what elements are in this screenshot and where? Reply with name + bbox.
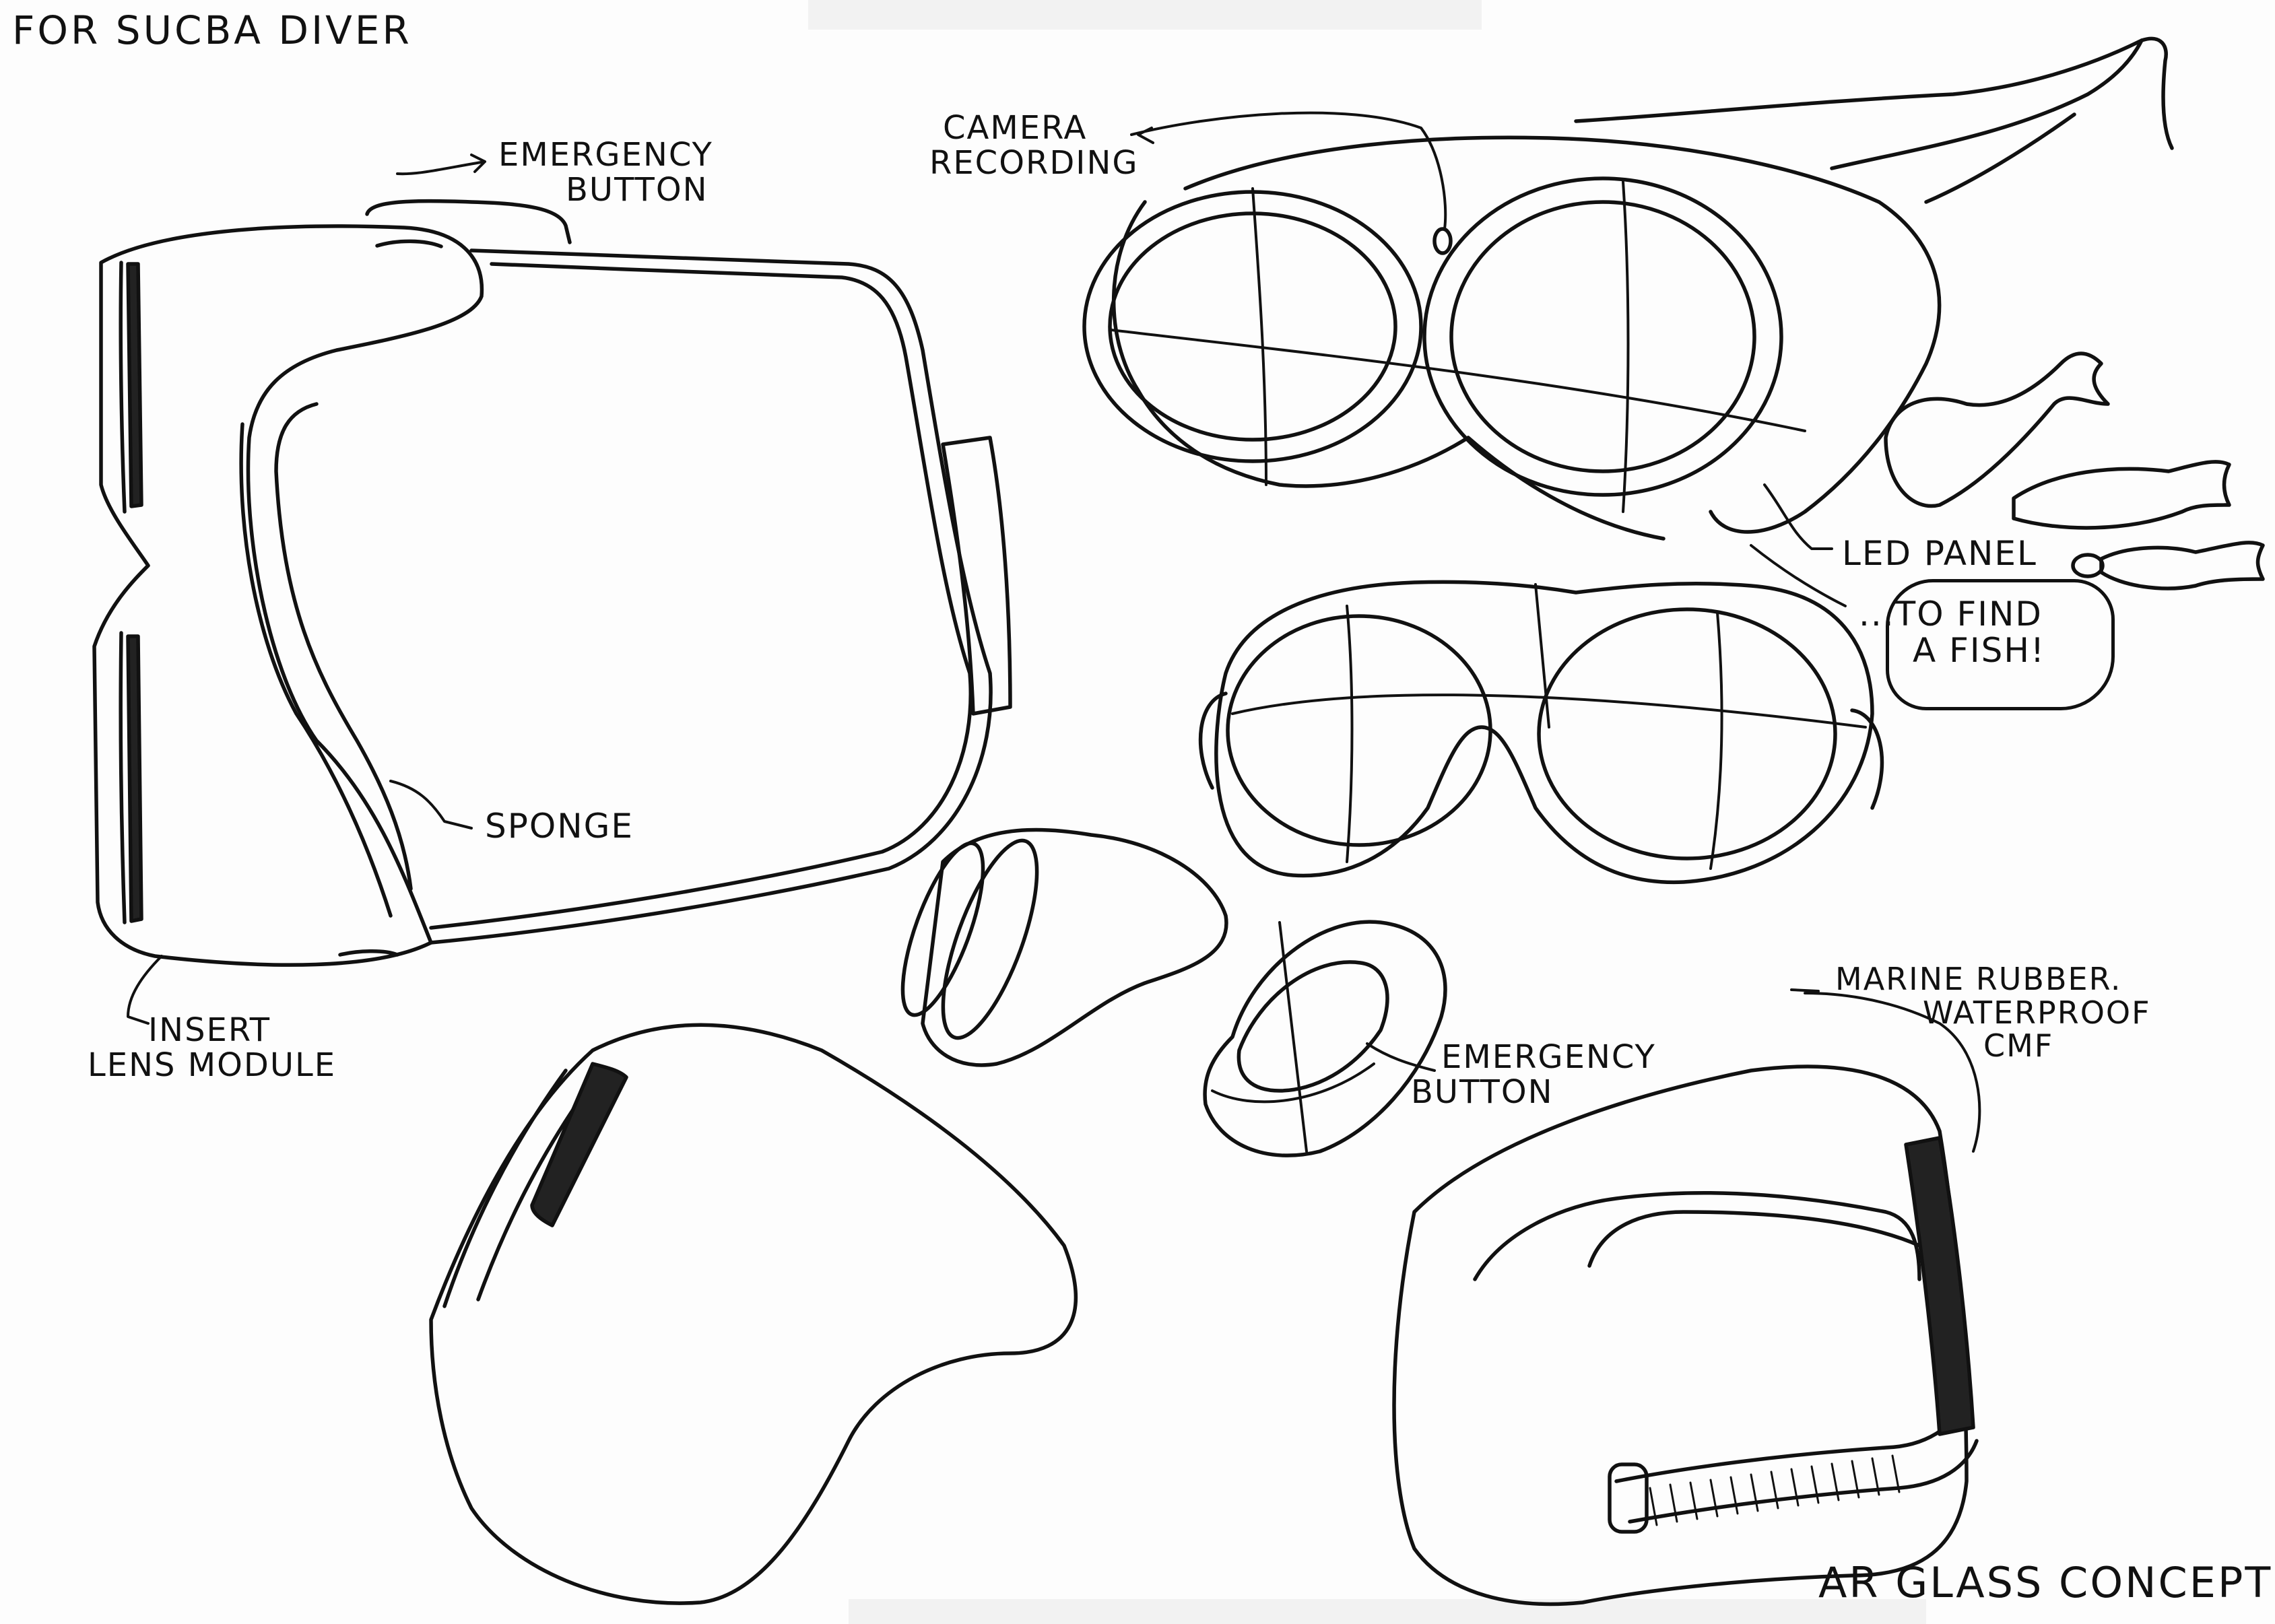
emergency-button-part-icon (1205, 922, 1445, 1155)
insert-lens-module-label: INSERT LENS MODULE (88, 1013, 336, 1083)
goggle-front-view-icon (94, 201, 1010, 966)
camera-recording-line-1: CAMERA (943, 111, 1139, 146)
emergency-button-top-line-2: BUTTON (566, 173, 713, 208)
led-panel-label: LED PANEL (1842, 535, 2037, 572)
goggle-perspective-view-icon (1084, 38, 2172, 539)
marine-rubber-line-1: MARINE RUBBER. (1835, 963, 2151, 996)
marine-rubber-line-2: WATERPROOF (1923, 996, 2151, 1030)
find-fish-line-1: ...TO FIND (1859, 596, 2045, 632)
insert-lens-module-line-2: LENS MODULE (88, 1048, 336, 1083)
sheet-title: FOR SUCBA DIVER (12, 9, 412, 52)
camera-recording-line-2: RECORDING (929, 146, 1139, 181)
emergency-button-top-label: EMERGENCY BUTTON (498, 138, 713, 208)
mask-shell-icon (431, 1025, 1076, 1603)
sheet-footer: AR GLASS CONCEPT 2 (1818, 1561, 2275, 1606)
emergency-button-mid-label: EMERGENCY BUTTON (1411, 1040, 1656, 1110)
find-fish-label: ...TO FIND A FISH! (1859, 596, 2045, 669)
marine-rubber-label: MARINE RUBBER. WATERPROOF CMF (1835, 963, 2151, 1063)
emergency-button-mid-line-1: EMERGENCY (1441, 1040, 1656, 1075)
lens-module-icon (886, 830, 1226, 1064)
marine-rubber-line-3: CMF (1983, 1029, 2151, 1063)
sponge-label: SPONGE (485, 808, 634, 844)
emergency-button-top-line-1: EMERGENCY (498, 138, 713, 173)
emergency-button-mid-line-2: BUTTON (1411, 1075, 1656, 1110)
leader-arrows (128, 113, 1979, 1151)
goggle-strap-rear-view-icon (1394, 1067, 1977, 1604)
insert-lens-module-line-1: INSERT (148, 1013, 336, 1048)
camera-recording-label: CAMERA RECORDING (929, 111, 1139, 181)
goggle-front-flat-view-icon (1201, 582, 1882, 882)
find-fish-line-2: A FISH! (1913, 632, 2045, 669)
